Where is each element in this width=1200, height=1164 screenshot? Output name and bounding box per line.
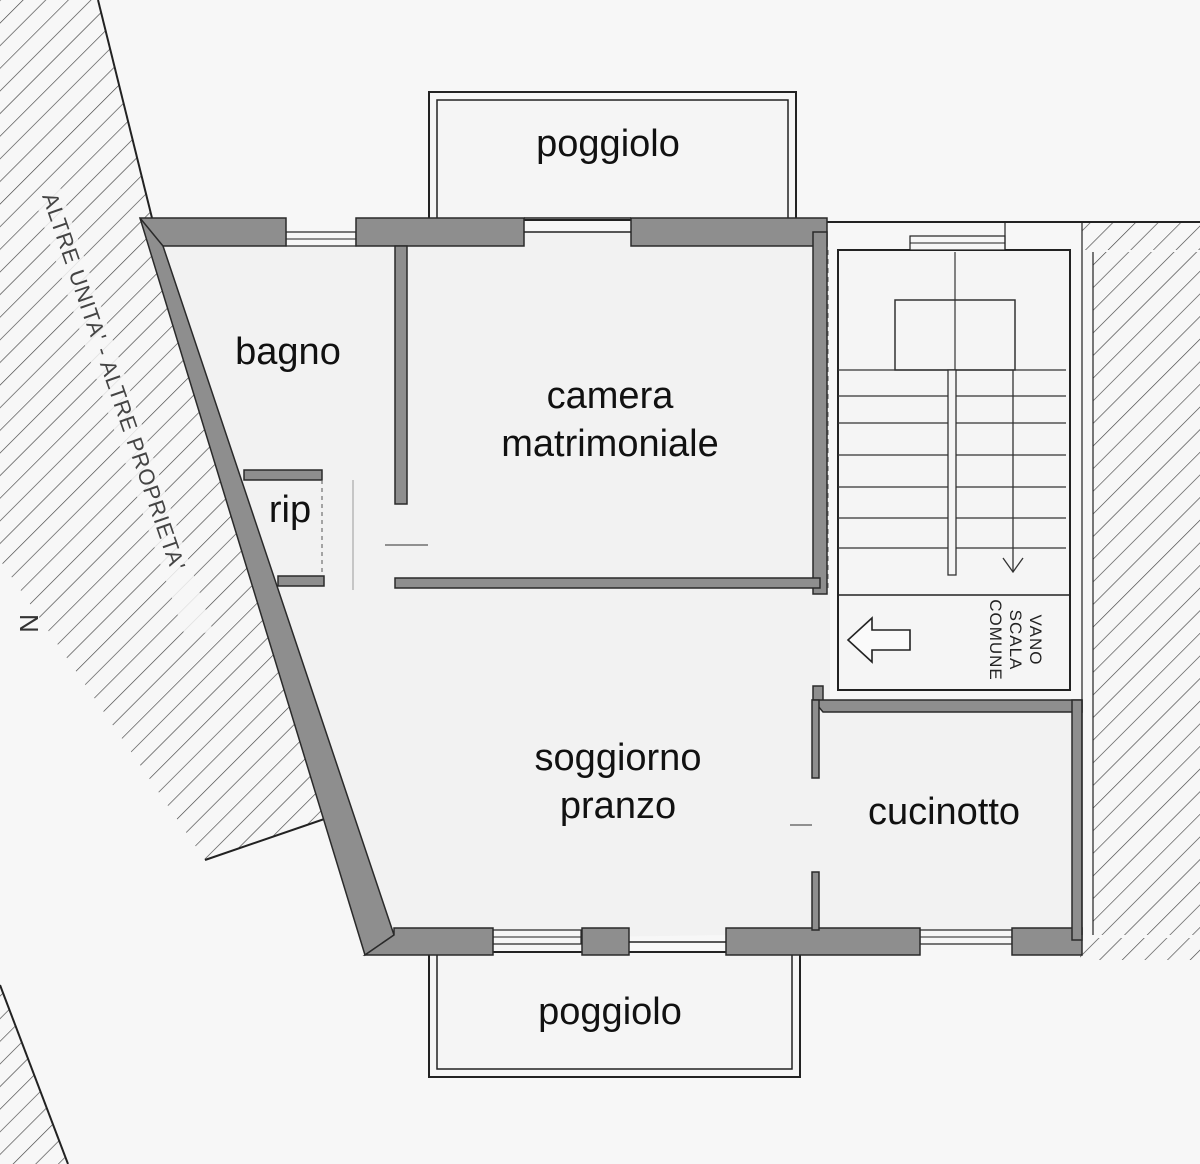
window-living [492, 929, 582, 945]
window-kitchenette [919, 929, 1013, 945]
neighbor-hatch-bottom-right [1080, 938, 1200, 960]
north-marker: N [14, 614, 44, 633]
neighbor-hatch-right [1093, 252, 1200, 935]
window-bathroom [285, 231, 357, 247]
window-stairwell [909, 235, 1006, 251]
stairwell-label-line1: VANO [1026, 615, 1045, 666]
room-label-kitchenette: cucinotto [868, 791, 1020, 833]
entry-arrow-icon [846, 616, 911, 664]
room-label-bedroom-line1: camera [547, 375, 675, 417]
balcony-bottom-outline [428, 951, 801, 1078]
room-label-storage: rip [269, 489, 311, 531]
walls [138, 217, 1083, 957]
stairwell-label-line2: SCALA [1006, 610, 1025, 671]
room-label-bedroom-line2: matrimoniale [501, 423, 719, 465]
stairwell: VANO SCALA COMUNE [826, 221, 1200, 691]
room-label-living-line1: soggiorno [535, 737, 702, 779]
neighbor-hatch-right-strip [1082, 222, 1200, 250]
room-label-balcony-bottom: poggiolo [538, 991, 682, 1033]
room-label-balcony-top: poggiolo [536, 123, 680, 165]
stairwell-label-line3: COMUNE [986, 599, 1005, 681]
room-label-bathroom: bagno [235, 331, 341, 373]
neighbor-hatch-left [0, 0, 336, 860]
room-label-living-line2: pranzo [560, 785, 676, 827]
